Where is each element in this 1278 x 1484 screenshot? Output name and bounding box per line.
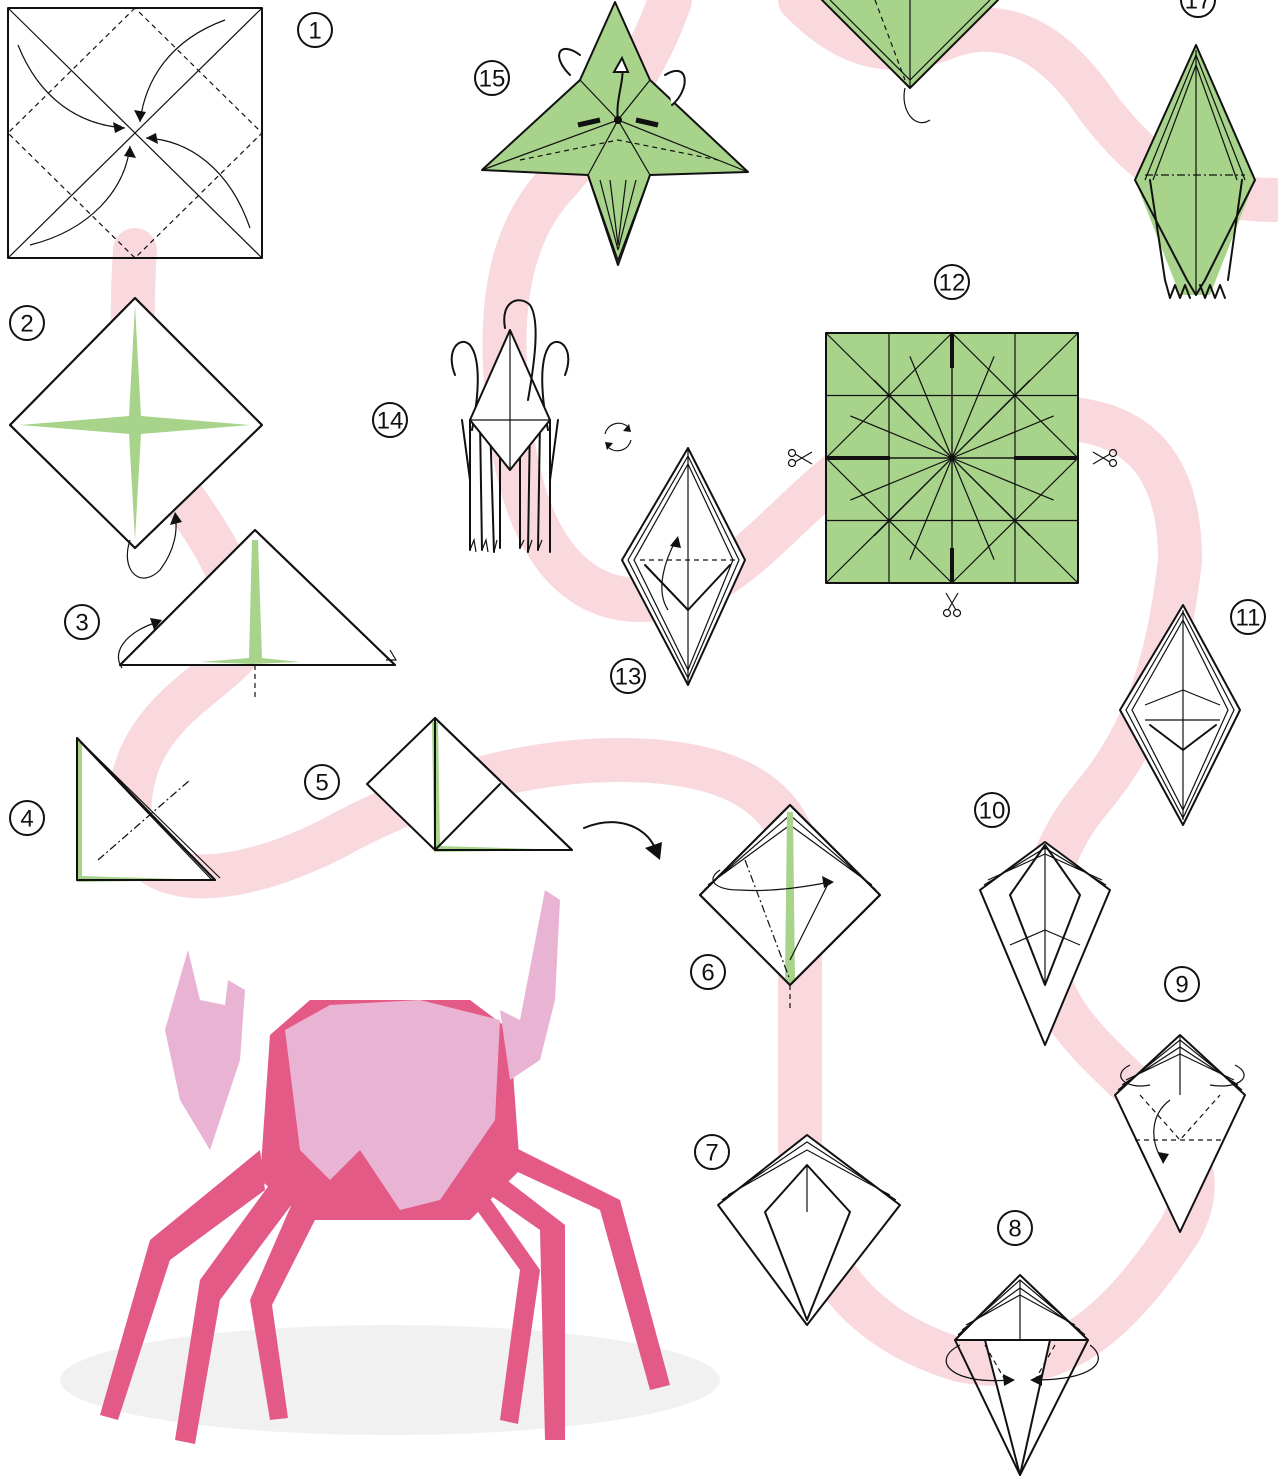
step-number-14: 14 (373, 403, 407, 437)
step-number-5: 5 (305, 765, 339, 799)
crab-photo (60, 890, 720, 1444)
step-number-7: 7 (695, 1135, 729, 1169)
green-cross (20, 305, 250, 540)
step-number-1: 1 (298, 13, 332, 47)
step-number-15: 15 (475, 61, 509, 95)
step-11-figure (1120, 605, 1240, 825)
step-number-label: 5 (315, 770, 328, 797)
step-12-figure (826, 333, 1078, 583)
rotate-icon (605, 423, 631, 451)
step-number-9: 9 (1165, 967, 1199, 1001)
step-number-label: 15 (479, 66, 506, 93)
step-number-2: 2 (10, 306, 44, 340)
step-number-11: 11 (1231, 600, 1265, 634)
step-number-label: 17 (1185, 0, 1212, 15)
step-number-10: 10 (975, 793, 1009, 827)
step-number-6: 6 (691, 955, 725, 989)
step-17-figure (1135, 45, 1255, 298)
step-number-label: 11 (1236, 605, 1261, 632)
step-number-label: 7 (705, 1140, 718, 1167)
step-number-label: 13 (615, 664, 642, 691)
step-number-label: 6 (701, 960, 714, 987)
step-number-12: 12 (935, 265, 969, 299)
step-number-label: 3 (75, 610, 88, 637)
step-number-label: 12 (939, 270, 966, 297)
step-number-13: 13 (611, 659, 645, 693)
step-number-3: 3 (65, 605, 99, 639)
step-number-label: 9 (1175, 972, 1188, 999)
step-number-label: 4 (20, 806, 33, 833)
scissors-icon (789, 450, 813, 467)
step-number-label: 8 (1008, 1216, 1021, 1243)
step-13-figure (622, 448, 745, 685)
step-number-4: 4 (10, 801, 44, 835)
step-number-label: 10 (979, 798, 1006, 825)
step-number-label: 2 (20, 311, 33, 338)
step-number-17: 17 (1181, 0, 1215, 17)
scissors-icon (944, 593, 961, 617)
step-number-label: 14 (377, 408, 404, 435)
step-1-figure (8, 8, 262, 258)
step-3-figure (118, 530, 396, 698)
step-number-8: 8 (998, 1211, 1032, 1245)
step-16-figure (822, 0, 998, 123)
step-number-label: 1 (308, 18, 321, 45)
step-6-figure (700, 805, 880, 1010)
